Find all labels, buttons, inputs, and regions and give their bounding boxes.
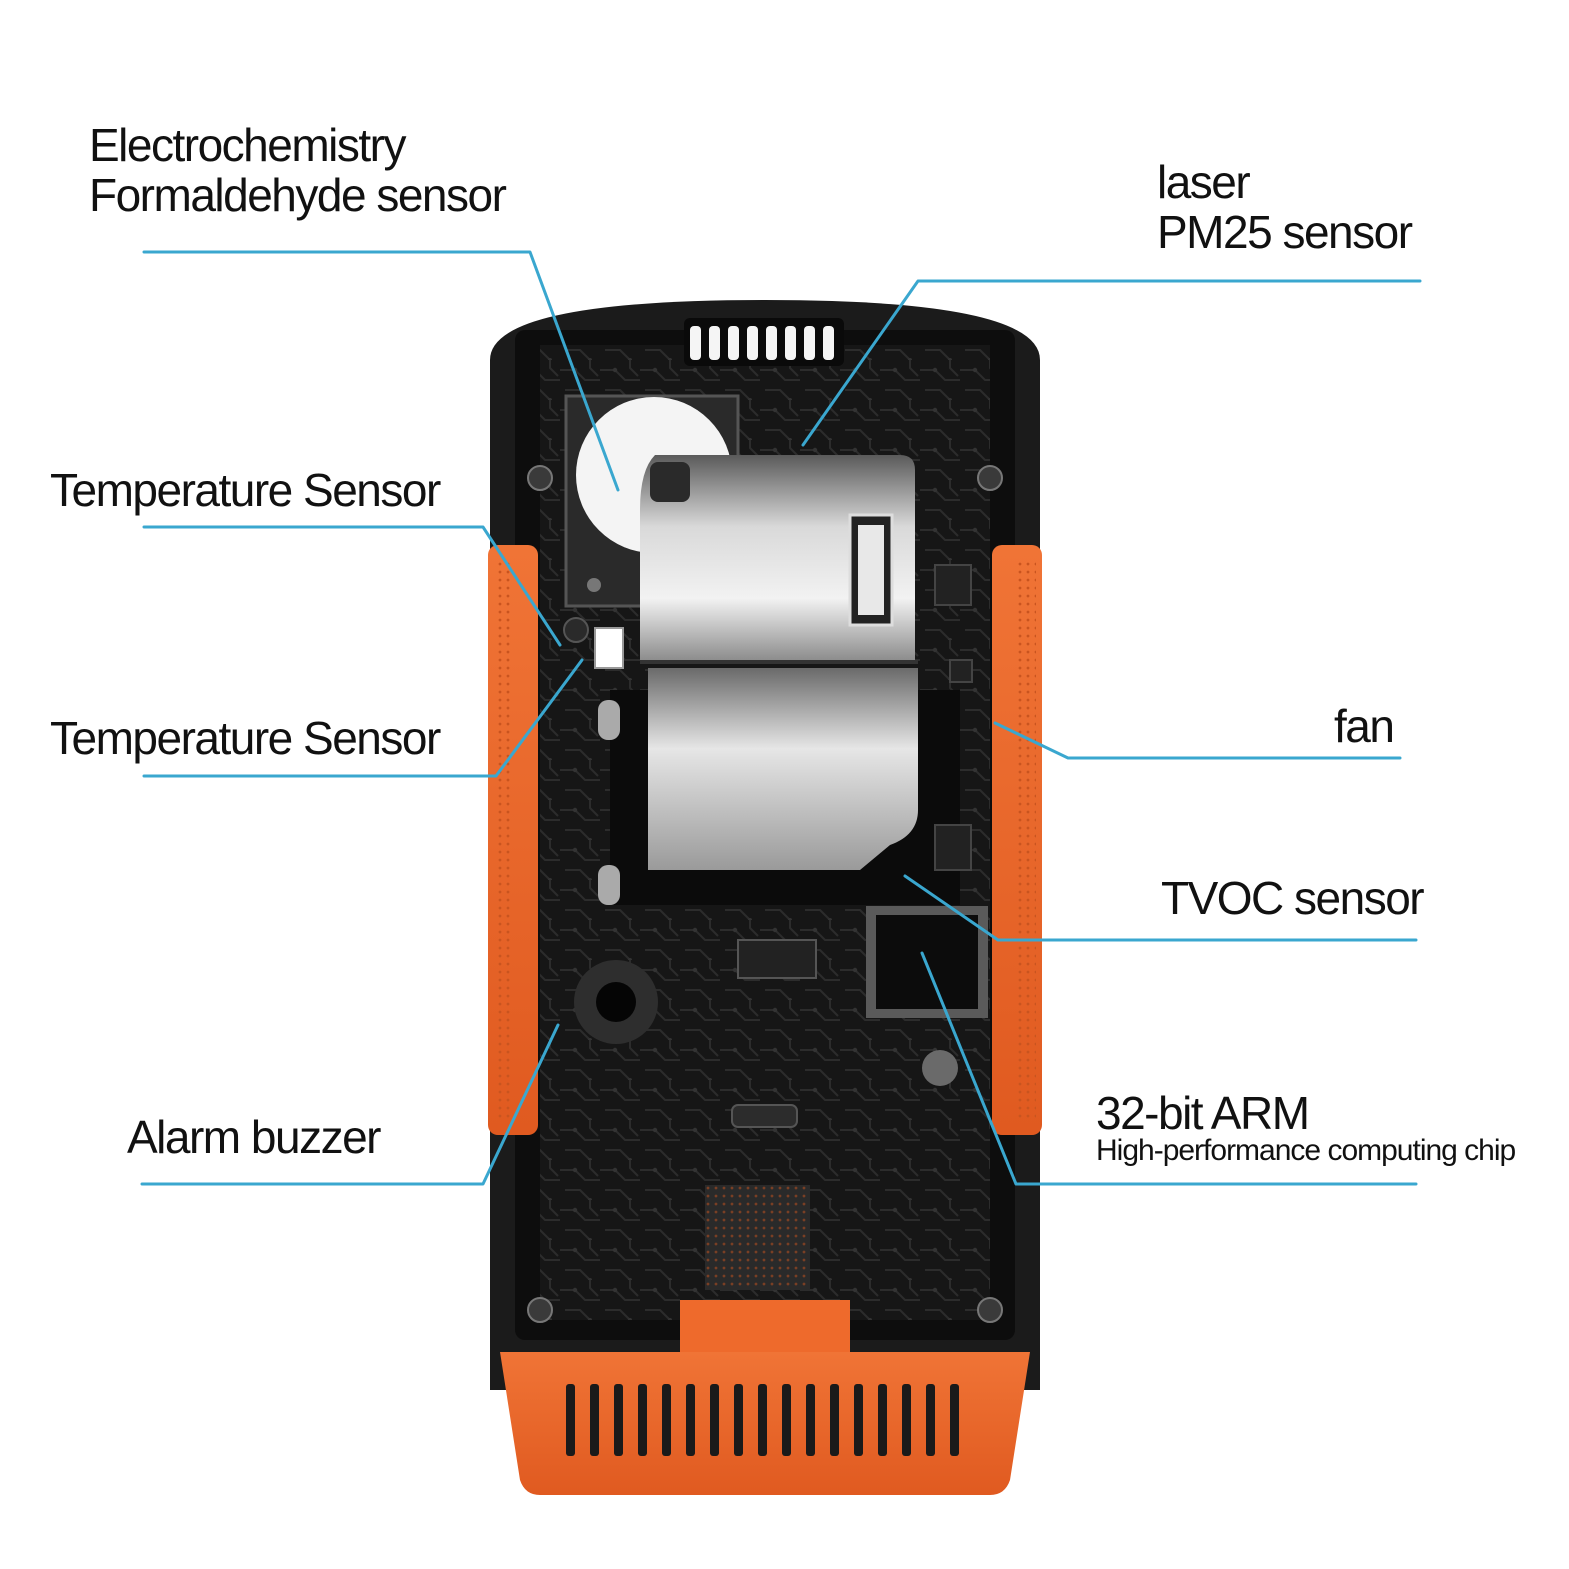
label-temperature-sensor-1: Temperature Sensor xyxy=(50,464,441,516)
leader-temp2 xyxy=(142,658,584,778)
round-component xyxy=(922,1050,958,1086)
leader-tvoc xyxy=(903,874,1418,942)
label-arm-line2: High-performance computing chip xyxy=(1096,1134,1516,1167)
small-ic-3 xyxy=(949,659,973,683)
top-vent xyxy=(684,318,844,366)
label-pm25: laser PM25 sensor xyxy=(1157,156,1413,258)
label-arm: 32-bit ARM High-performance computing ch… xyxy=(1096,1087,1516,1167)
leader-buzzer xyxy=(140,1023,560,1186)
small-ic-1 xyxy=(934,564,972,606)
temperature-sensor-parts xyxy=(563,617,624,669)
fan-module xyxy=(598,668,960,905)
alarm-buzzer-part xyxy=(574,960,658,1044)
label-formaldehyde-line1: Electrochemistry xyxy=(89,119,406,171)
label-pm25-line1: laser xyxy=(1157,156,1251,208)
leader-arm xyxy=(920,951,1418,1186)
usb-port xyxy=(731,1104,798,1128)
small-ic-2 xyxy=(934,824,972,871)
label-tvoc: TVOC sensor xyxy=(1161,872,1425,924)
label-pm25-line2: PM25 sensor xyxy=(1157,205,1413,258)
pm25-sensor xyxy=(640,455,918,664)
leader-pm25 xyxy=(801,279,1422,447)
leader-formaldehyde xyxy=(142,250,620,492)
label-arm-line1: 32-bit ARM xyxy=(1096,1087,1310,1139)
label-formaldehyde: Electrochemistry Formaldehyde sensor xyxy=(89,119,507,221)
leader-fan xyxy=(993,721,1402,760)
bottom-orange-base xyxy=(500,1300,1030,1495)
label-temperature-sensor-2: Temperature Sensor xyxy=(50,712,441,764)
screws xyxy=(527,465,1003,1323)
leader-temp1 xyxy=(142,525,562,647)
label-fan: fan xyxy=(1334,700,1395,752)
label-alarm-buzzer: Alarm buzzer xyxy=(127,1111,381,1163)
label-formaldehyde-line2: Formaldehyde sensor xyxy=(89,168,507,221)
connector xyxy=(737,939,817,979)
